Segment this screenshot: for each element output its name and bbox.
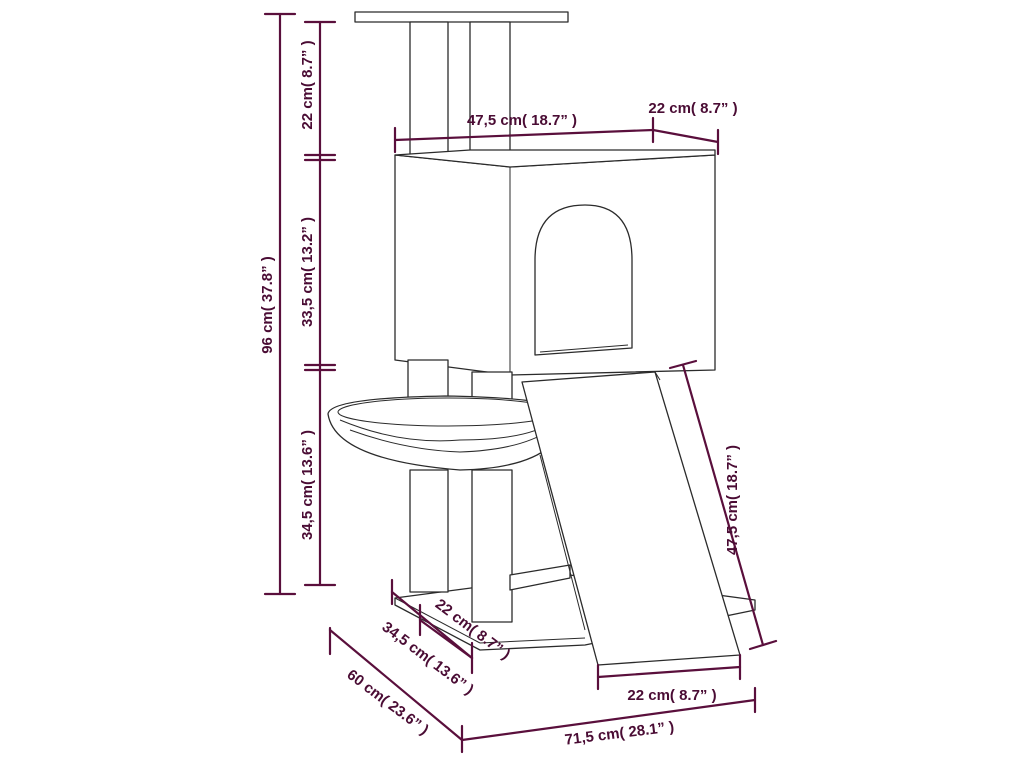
dimension-lines — [263, 12, 778, 754]
label-total-height: 96 cm( 37.8” ) — [259, 256, 276, 354]
top-platform — [354, 11, 569, 23]
label-ramp-length: 47,5 cm( 18.7” ) — [724, 445, 741, 555]
label-top-section-height: 22 cm( 8.7” ) — [299, 40, 316, 129]
label-middle-section-height: 33,5 cm( 13.2” ) — [299, 217, 316, 327]
label-ramp-width: 22 cm( 8.7” ) — [627, 687, 716, 704]
condo-house — [394, 149, 716, 376]
label-house-width: 47,5 cm( 18.7” ) — [467, 112, 577, 129]
dimension-labels: 96 cm( 37.8” ) 22 cm( 8.7” ) 33,5 cm( 13… — [259, 40, 741, 748]
label-house-depth: 22 cm( 8.7” ) — [648, 100, 737, 117]
upper-posts — [409, 21, 511, 168]
label-lower-section-height: 34,5 cm( 13.6” ) — [299, 430, 316, 540]
